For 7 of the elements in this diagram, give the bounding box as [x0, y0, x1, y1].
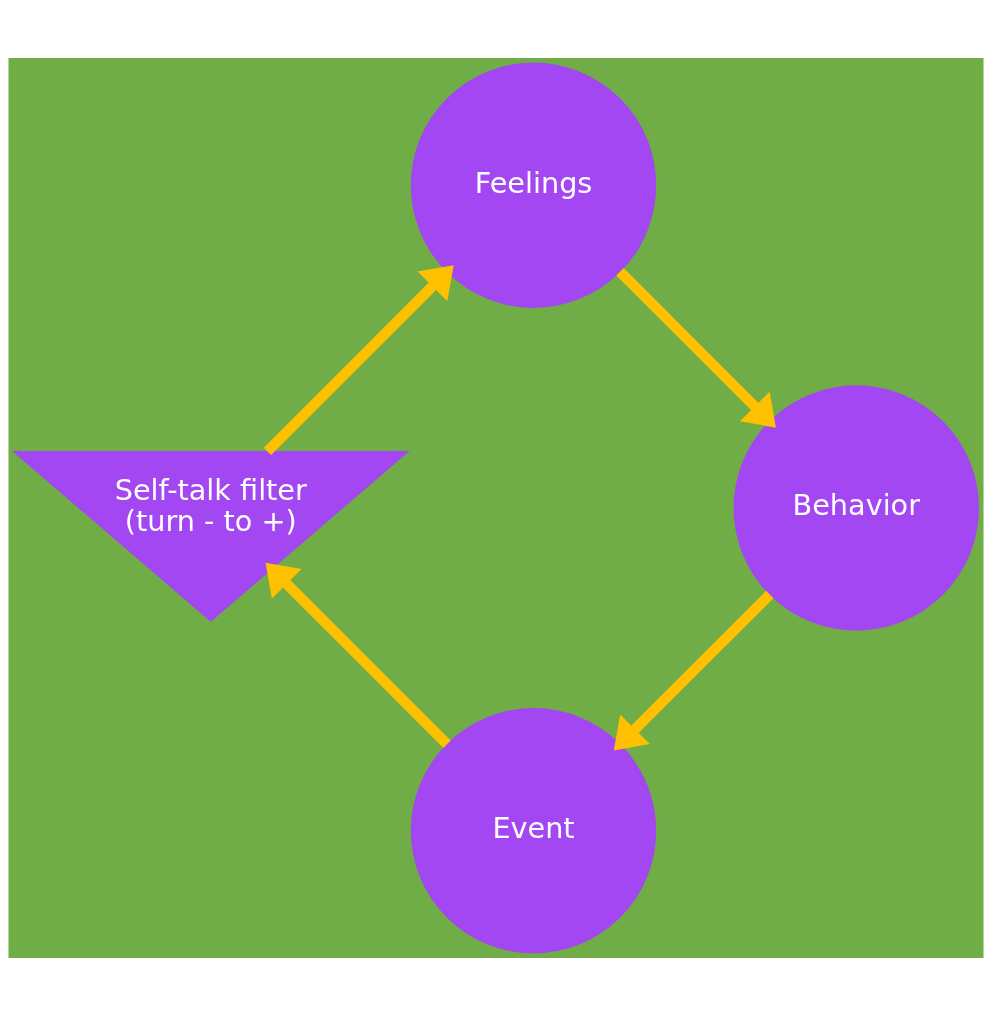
- node-circle: Feelings: [410, 62, 657, 308]
- arrow: [263, 264, 454, 455]
- arrow: [616, 267, 776, 428]
- node-circle: Behavior: [733, 384, 979, 631]
- arrow: [265, 562, 451, 748]
- arrow: [613, 590, 774, 750]
- node-circle: Event: [410, 707, 657, 953]
